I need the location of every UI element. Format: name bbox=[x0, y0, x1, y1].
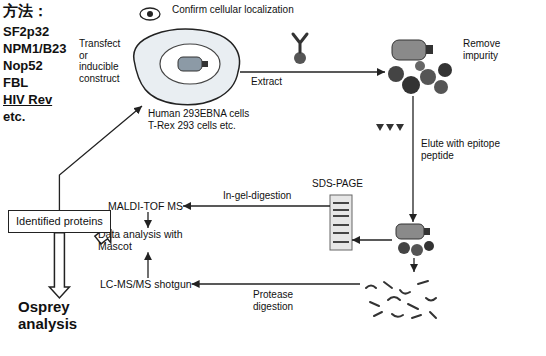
gel-lane-node: SDS-PAGE bbox=[330, 195, 352, 250]
flow-arrow bbox=[147, 252, 148, 278]
digest-node bbox=[360, 272, 440, 322]
step-text: Data analysis with Mascot bbox=[98, 228, 198, 252]
impurity-blob bbox=[388, 66, 404, 82]
antibody-bead bbox=[294, 52, 306, 64]
epitope-tag bbox=[202, 61, 208, 67]
edge-label: In-gel-digestion bbox=[222, 190, 292, 202]
result-text: Osprey analysis bbox=[18, 298, 92, 333]
flow-arrow bbox=[59, 106, 142, 210]
step-label: SDS-PAGE bbox=[312, 178, 363, 190]
flow-arrow bbox=[412, 96, 413, 222]
flow-arrow bbox=[192, 283, 360, 284]
flow-arrow bbox=[413, 258, 414, 272]
complex-protein bbox=[411, 244, 423, 256]
edge-label: Transfect or inducible construct bbox=[78, 38, 128, 84]
peptide-fragment bbox=[366, 281, 436, 318]
flow-arrow bbox=[147, 212, 148, 228]
process-box: Identified proteins bbox=[8, 210, 111, 233]
cell-outline bbox=[134, 29, 240, 105]
cell-line-caption: Human 293EBNA cells T-Rex 293 cells etc. bbox=[148, 108, 256, 131]
node-text: Data analysis with Mascot bbox=[98, 228, 198, 252]
node-text: LC-MS/MS shotgun bbox=[100, 278, 192, 290]
impurity-blob bbox=[415, 61, 425, 71]
step-text: LC-MS/MS shotgun bbox=[100, 278, 192, 290]
heading: 方法： bbox=[3, 2, 48, 21]
antibody-symbol bbox=[293, 34, 307, 52]
construct-barrel bbox=[178, 57, 202, 71]
flow-arrow bbox=[183, 205, 330, 206]
purified-complex bbox=[392, 222, 437, 258]
block-arrow bbox=[49, 233, 69, 298]
list-item: Nop52 bbox=[3, 58, 43, 73]
impurity-blob bbox=[420, 69, 436, 85]
list-item: SF2p32 bbox=[3, 24, 49, 39]
complex-barrel bbox=[396, 224, 424, 239]
cell-illustration: Confirm cellular localizationHuman 293EB… bbox=[128, 26, 240, 106]
impurity-blob bbox=[438, 63, 452, 77]
gel-band bbox=[333, 203, 349, 242]
edge-label: Protease digestion bbox=[252, 289, 316, 312]
epitope-tag bbox=[426, 45, 433, 54]
epitope-tag bbox=[424, 228, 430, 235]
edge-label: Extract bbox=[250, 76, 283, 88]
impurity-blob bbox=[402, 76, 420, 94]
step-text: MALDI-TOF MS bbox=[108, 200, 183, 212]
list-item: NPM1/B23 bbox=[3, 41, 67, 56]
step-label: Remove impurity bbox=[463, 38, 525, 61]
node-text: Identified proteins bbox=[16, 215, 103, 228]
list-item: FBL bbox=[3, 75, 28, 90]
node-text: Osprey analysis bbox=[18, 298, 92, 333]
eye-icon bbox=[140, 8, 160, 20]
list-item: etc. bbox=[3, 109, 25, 124]
list-item: HIV Rev bbox=[3, 92, 52, 107]
edge-label: Elute with epitope peptide bbox=[420, 138, 514, 161]
complex-protein bbox=[398, 242, 410, 254]
gel-lane bbox=[330, 195, 352, 250]
flow-arrow bbox=[352, 239, 392, 240]
complex-protein bbox=[424, 241, 434, 251]
peptide-symbol bbox=[376, 124, 404, 131]
cell-nucleus bbox=[160, 44, 220, 84]
flow-arrow bbox=[240, 71, 385, 72]
bead-complex: Remove impurity bbox=[385, 36, 455, 96]
bait-barrel bbox=[392, 40, 426, 60]
localization-note: Confirm cellular localization bbox=[172, 4, 294, 16]
eye-pupil bbox=[147, 11, 153, 17]
node-text: MALDI-TOF MS bbox=[108, 200, 183, 212]
impurity-blob bbox=[434, 80, 448, 94]
